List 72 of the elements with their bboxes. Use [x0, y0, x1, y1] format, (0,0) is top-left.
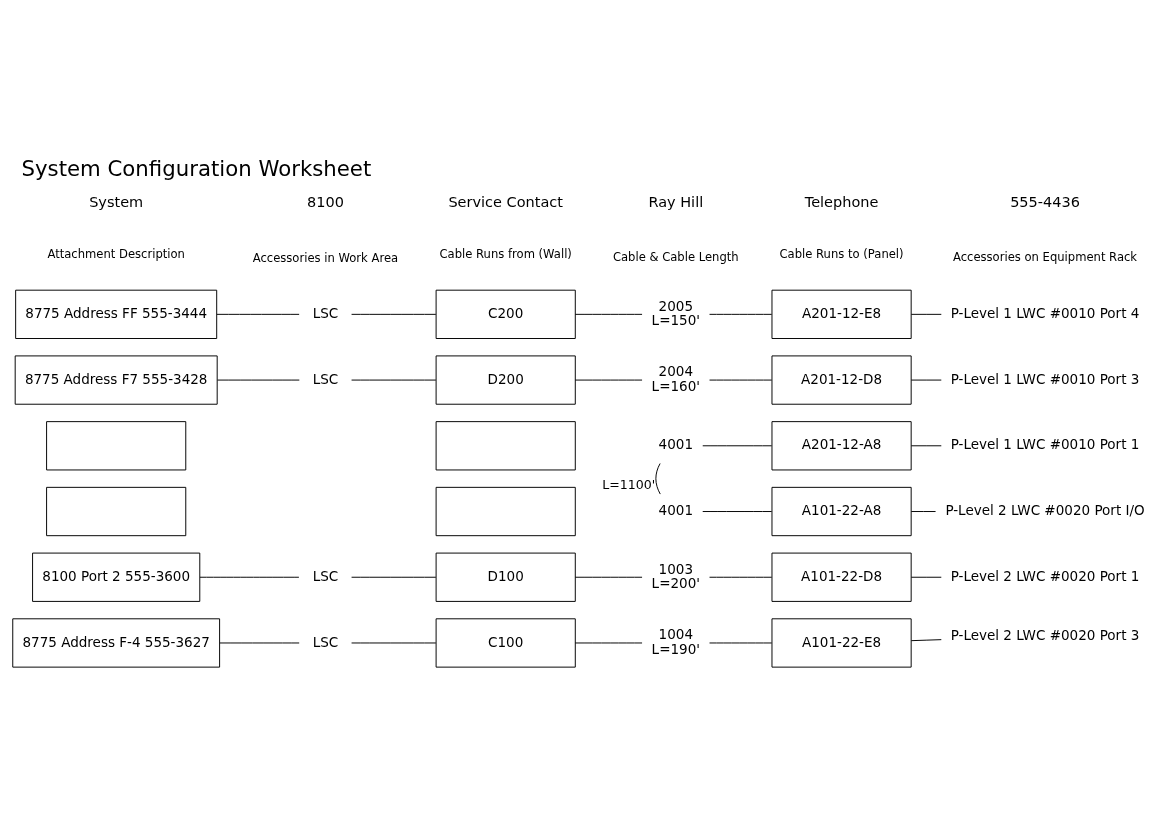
connector	[655, 462, 661, 495]
node-box	[435, 486, 576, 536]
connector	[910, 444, 942, 446]
connector	[910, 576, 942, 578]
node-text: LSC	[312, 304, 339, 321]
node-box: 8775 Address F7 555-3428	[14, 354, 218, 405]
node-box: A201-12-E8	[771, 289, 912, 339]
node-box: D100	[435, 552, 576, 602]
connector	[709, 313, 773, 315]
node-text: P-Level 1 LWC #0010 Port 1	[950, 435, 1140, 452]
connector	[351, 576, 437, 578]
node-box: A101-22-E8	[771, 617, 912, 668]
node-box: 8775 Address FF 555-3444	[15, 289, 218, 339]
connector	[216, 379, 300, 381]
node-box: A201-12-A8	[771, 420, 912, 470]
connector	[574, 576, 643, 578]
node-text: 1004 L=190'	[651, 625, 700, 657]
node-box: A101-22-A8	[771, 486, 912, 536]
label: System	[89, 193, 144, 210]
node-text: 1003 L=200'	[651, 560, 700, 591]
node-text: 2005 L=150'	[651, 297, 700, 328]
label: 8100	[307, 193, 344, 210]
connector	[910, 313, 942, 315]
connector	[199, 576, 300, 578]
label: Telephone	[804, 193, 879, 210]
node-box: C100	[435, 617, 576, 668]
node-text: LSC	[312, 633, 339, 650]
node-box	[46, 420, 187, 470]
node-text: P-Level 1 LWC #0010 Port 4	[950, 304, 1140, 321]
node-text: P-Level 2 LWC #0020 Port 1	[950, 567, 1140, 584]
node-box: A201-12-D8	[771, 354, 912, 405]
label: Accessories in Work Area	[252, 250, 399, 265]
connector	[910, 379, 942, 381]
node-text: P-Level 2 LWC #0020 Port 3	[950, 626, 1140, 643]
node-text: 2004 L=160'	[651, 362, 700, 394]
label: Ray Hill	[648, 193, 704, 210]
node-box: D200	[435, 354, 576, 405]
connector	[351, 313, 437, 315]
connector	[709, 642, 773, 643]
label: Accessories on Equipment Rack	[952, 249, 1138, 264]
label: Cable & Cable Length	[612, 249, 739, 264]
label: Service Contact	[448, 193, 563, 210]
node-text: P-Level 2 LWC #0020 Port I/O	[945, 501, 1145, 518]
connector	[910, 510, 937, 512]
connector	[574, 313, 643, 315]
label: Cable Runs to (Panel)	[779, 246, 904, 261]
connector	[351, 379, 437, 381]
connector	[216, 313, 300, 315]
diagram-title: System Configuration Worksheet	[21, 155, 372, 181]
node-box	[46, 486, 187, 536]
label: Cable Runs from (Wall)	[439, 246, 572, 261]
node-text: P-Level 1 LWC #0010 Port 3	[950, 370, 1140, 387]
node-box: 8100 Port 2 555-3600	[32, 552, 201, 602]
connector	[219, 642, 300, 643]
connector	[709, 576, 773, 578]
node-text: LSC	[312, 370, 339, 387]
connector	[702, 444, 773, 446]
connector	[910, 638, 942, 641]
node-box: A101-22-D8	[771, 552, 912, 602]
label: Attachment Description	[47, 246, 185, 261]
connector	[574, 379, 643, 381]
connector	[574, 642, 643, 643]
connector	[702, 510, 773, 512]
edge-label: L=1100'	[602, 476, 656, 492]
label: 555-4436	[1010, 193, 1080, 210]
node-box	[435, 420, 576, 470]
node-box: 8775 Address F-4 555-3627	[12, 617, 221, 668]
node-text: LSC	[312, 567, 339, 584]
node-text: 4001	[658, 435, 694, 452]
node-text: 4001	[658, 501, 694, 518]
connector	[709, 379, 773, 381]
node-box: C200	[435, 289, 576, 339]
